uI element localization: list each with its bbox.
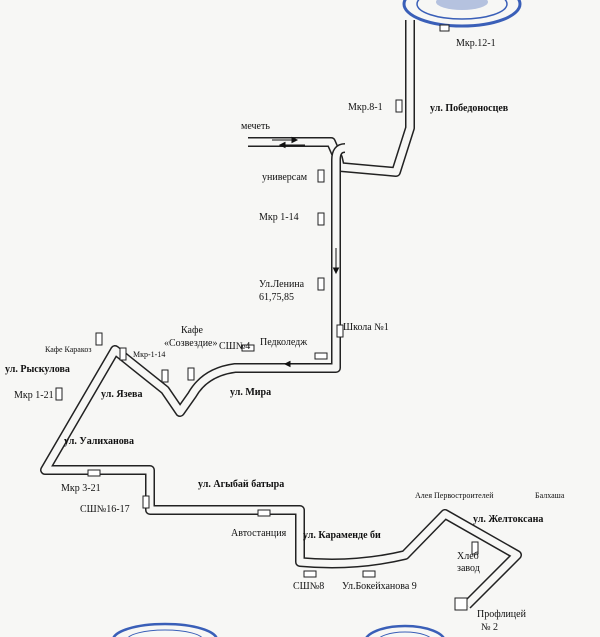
stamp-seal-bottom-right: [365, 624, 445, 637]
stop-mkr-8-1: Мкр.8-1: [348, 102, 383, 113]
stamp-seal-bottom-left: [112, 622, 218, 637]
stop-proflitsey-number: № 2: [481, 622, 498, 633]
stamp-seal-top: [402, 0, 522, 28]
street-karamende-bi: ул. Караменде би: [303, 530, 381, 541]
stop-mkr-1-14-small: Мкр-1-14: [133, 350, 165, 359]
stop-kafe-sozvezdie: «Созвездие»: [164, 338, 218, 349]
stop-avtostanciya: Автостанция: [231, 528, 287, 539]
street-yazeva: ул. Язева: [101, 389, 142, 400]
stop-shkola-1: Школа №1: [343, 322, 389, 333]
stop-aleya-pervostroiteley: Алея Первостроителей: [415, 491, 494, 500]
stop-ul-bokeikhanova-9: Ул.Бокейханова 9: [342, 581, 417, 592]
stop-kafe: Кафе: [181, 325, 203, 336]
stop-mkr-1-14: Мкр 1-14: [259, 212, 299, 223]
stop-universam: универсам: [262, 172, 308, 183]
stop-balkhasha: Балхаша: [535, 491, 565, 500]
street-ualikhanova: ул. Уалиханова: [64, 436, 134, 447]
stop-ssh-4: СШ№4: [219, 341, 250, 352]
stop-ssh-16-17: СШ№16-17: [80, 504, 130, 515]
stop-ul-lenina: Ул.Ленина: [259, 279, 305, 290]
stop-pedkoledzh: Педколедж: [260, 337, 307, 348]
arrow-icon: [272, 136, 340, 368]
stop-ul-lenina-numbers: 61,75,85: [259, 292, 294, 303]
street-ryskulova: ул. Рыскулова: [5, 364, 70, 375]
stop-khleb: Хлеб: [457, 551, 479, 562]
stop-mkr-1-21: Мкр 1-21: [14, 390, 54, 401]
stop-mechet: мечеть: [241, 121, 270, 132]
stop-mkr-12-1: Мкр.12-1: [456, 38, 496, 49]
stop-ssh-8: СШ№8: [293, 581, 324, 592]
street-mira: ул. Мира: [230, 387, 271, 398]
route-road: [40, 20, 522, 609]
stop-proflitsey: Профлицей: [477, 609, 527, 620]
stop-kafe-karakoz: Кафе Каракоз: [45, 345, 92, 354]
street-zheltoksana: ул. Желтоксана: [473, 514, 543, 525]
street-pobedonoscev: ул. Победоносцев: [430, 103, 509, 114]
street-agybai-batyra: ул. Агыбай батыра: [198, 479, 284, 490]
stop-mkr-3-21: Мкр 3-21: [61, 483, 101, 494]
stop-markers: [55, 24, 479, 611]
stop-khleb-zavod: завод: [457, 563, 480, 574]
